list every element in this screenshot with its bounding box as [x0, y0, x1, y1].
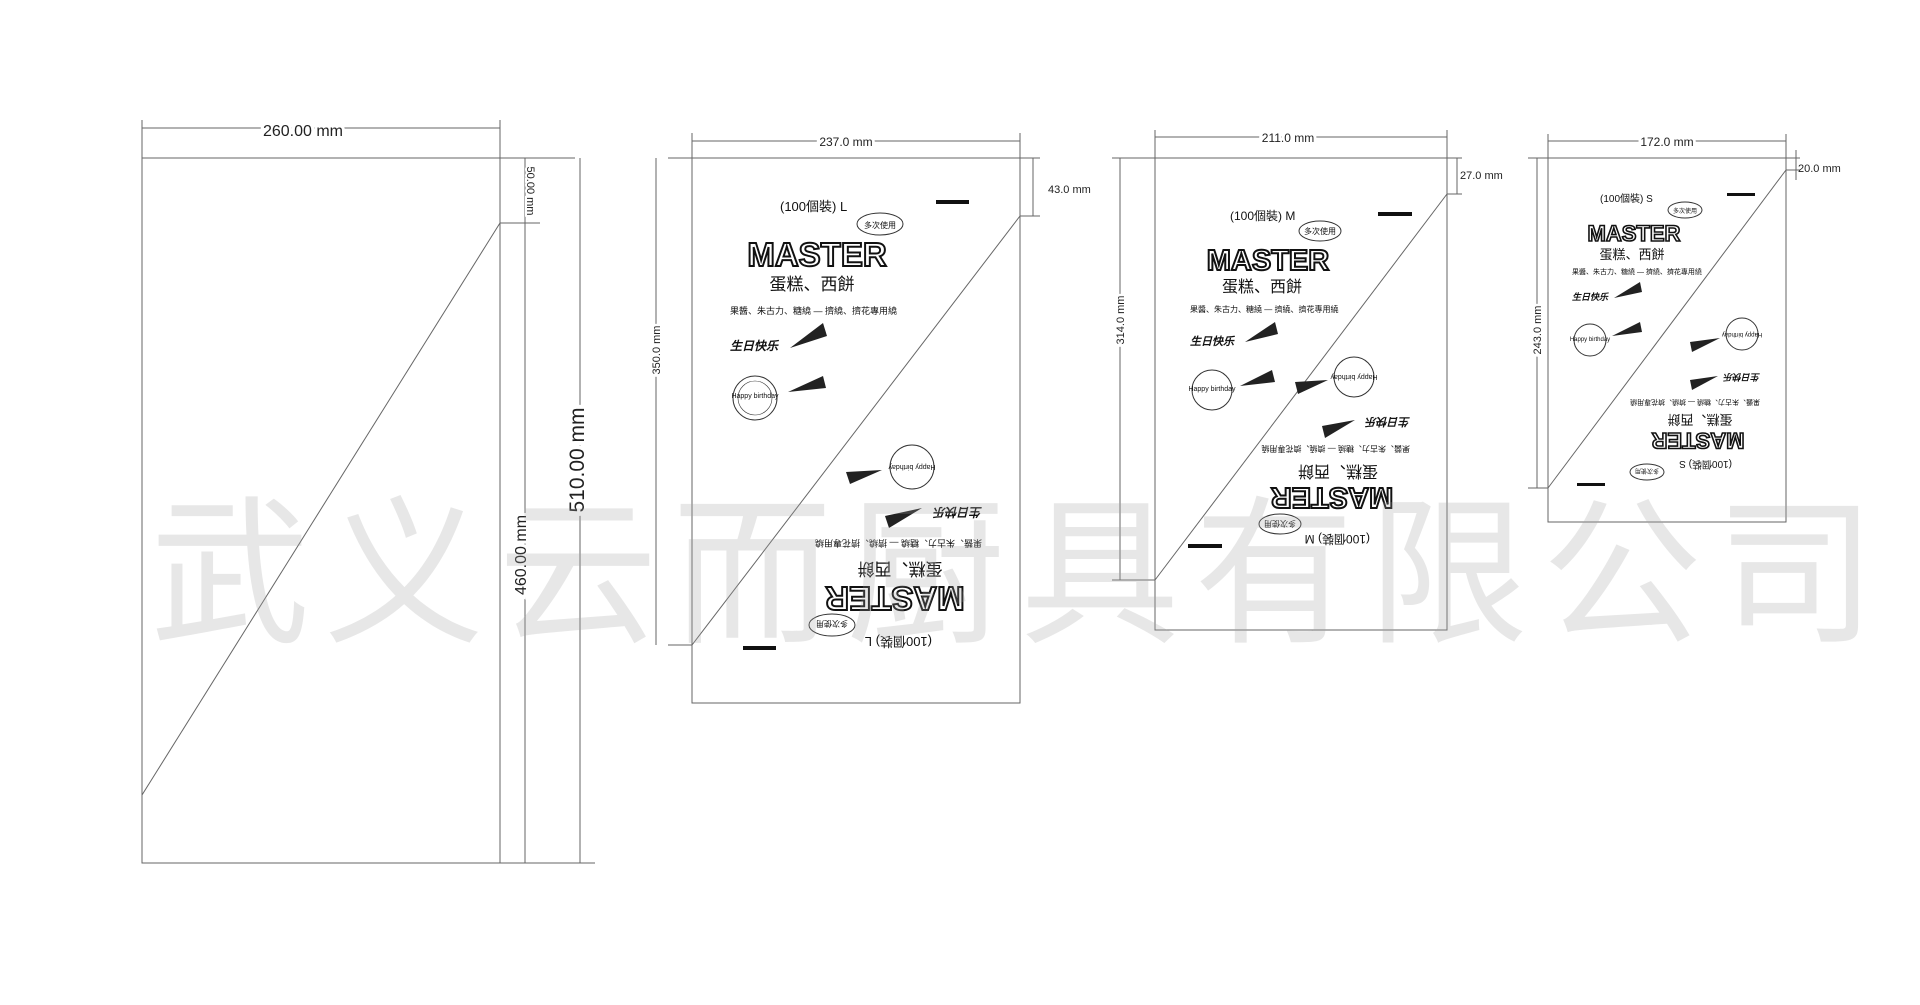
bag-l-print-top: (100個裝) L 多次使用 MASTER 蛋糕、西餅 果醬、朱古力、糖繞 — …: [730, 199, 969, 421]
bag-l-badge: 多次使用: [864, 220, 896, 230]
bag-m-width-label: 211.0 mm: [1262, 131, 1314, 145]
bag-l-subtitle-rotated: 蛋糕、西餅: [858, 559, 943, 578]
bag-xl-height-label: 510.00 mm: [566, 407, 589, 512]
bag-l-badge-oval: [856, 212, 904, 236]
bag-s-width-label: 172.0 mm: [1640, 135, 1693, 149]
bag-l-height-label: 350.0 mm: [651, 326, 663, 375]
bag-s-print-top: (100個裝) S 多次使用 MASTER 蛋糕、西餅 果醬、朱古力、糖繞 — …: [1570, 192, 1755, 357]
bag-l-piping-bag-icon-2: [788, 376, 826, 392]
bag-m-dieline: [1112, 130, 1462, 631]
bag-l-desc: 果醬、朱古力、糖繞 — 擠繞、擠花專用繞: [730, 305, 897, 316]
bag-l-diagonal-cut: [691, 215, 1021, 646]
bag-l-desc-rotated: 果醬、朱古力、糖繞 — 擠繞、擠花專用繞: [815, 538, 982, 549]
bag-s-subtitle: 蛋糕、西餅: [1599, 247, 1664, 262]
bag-l-subtitle: 蛋糕、西餅: [770, 275, 855, 294]
bag-m-count-label: (100個裝) M: [1230, 209, 1295, 223]
bag-m-brand: MASTER: [1207, 245, 1330, 277]
bag-xl-top-label: 50.00 mm: [524, 167, 536, 216]
bag-m-subtitle-rotated: 蛋糕、西餅: [1298, 462, 1378, 480]
bag-m-desc: 果醬、朱古力、糖繞 — 擠繞、擠花專用繞: [1190, 304, 1338, 314]
bag-l-piping-bag-icon: [790, 323, 827, 348]
bag-l-script-text-rotated: 生日快乐: [932, 505, 982, 519]
bag-xl-outline: [141, 157, 501, 864]
bag-m-print-bottom: (100個裝) M 多次使用 MASTER 蛋糕、西餅 果醬、朱古力、糖繞 — …: [1188, 356, 1410, 548]
bag-s-subtitle-rotated: 蛋糕、西餅: [1667, 412, 1732, 427]
bag-m-desc-rotated: 果醬、朱古力、糖繞 — 擠繞、擠花專用繞: [1262, 444, 1410, 454]
bag-l-outline: [691, 157, 1021, 704]
bag-m-happy-text-rotated: Happy birthday: [1330, 373, 1378, 380]
bag-l-badge-rotated: 多次使用: [816, 619, 848, 629]
bag-s-print-bottom: (100個裝) S 多次使用 MASTER 蛋糕、西餅 果醬、朱古力、糖繞 — …: [1577, 317, 1762, 486]
bag-s-brand-rotated: MASTER: [1651, 428, 1744, 453]
bag-m-piping-bag-icon: [1245, 322, 1278, 342]
bag-s-diagonal-cut: [1547, 169, 1787, 489]
bag-l-happy-text: Happy birthday: [731, 393, 779, 400]
bag-s-happy-text: Happy birthday: [1570, 337, 1610, 343]
bag-l-happy-text-rotated: Happy birthday: [888, 463, 936, 470]
bag-m-print-top: (100個裝) M 多次使用 MASTER 蛋糕、西餅 果醬、朱古力、糖繞 — …: [1188, 209, 1412, 411]
bag-s-seal-icon: [1573, 323, 1607, 357]
bag-m-seal-icon: [1191, 369, 1233, 411]
bag-s-outline: [1547, 157, 1787, 523]
bag-m-badge-rotated: 多次使用: [1264, 519, 1296, 529]
bag-s-top-label: 20.0 mm: [1798, 163, 1841, 175]
bag-s-desc: 果醬、朱古力、糖繞 — 擠繞、擠花專用繞: [1572, 267, 1702, 276]
bag-s-badge-rotated: 多次使用: [1635, 467, 1659, 475]
bag-l-brand: MASTER: [747, 236, 887, 273]
bag-xl-dieline: [141, 120, 595, 864]
bag-s-script-text-rotated: 生日快乐: [1723, 372, 1760, 382]
bag-m-happy-text: Happy birthday: [1188, 386, 1236, 393]
bag-l-dieline: [655, 133, 1040, 704]
bag-m-mark-bar: [1378, 212, 1412, 216]
bag-l-print-bottom: (100個裝) L 多次使用 MASTER 蛋糕、西餅 果醬、朱古力、糖繞 — …: [743, 444, 982, 650]
bag-s-piping-bag-icon: [1614, 282, 1642, 298]
bag-m-subtitle: 蛋糕、西餅: [1222, 278, 1302, 296]
bag-s-height-label: 243.0 mm: [1532, 306, 1544, 355]
bag-l-count-label-rotated: (100個裝) L: [865, 634, 932, 649]
bag-s-brand: MASTER: [1588, 221, 1681, 246]
bag-m-count-label-rotated: (100個裝) M: [1305, 532, 1370, 546]
bag-s-script-text: 生日快乐: [1572, 292, 1609, 302]
bag-l-width-label: 237.0 mm: [819, 135, 872, 149]
bag-s-count-label: (100個裝) S: [1600, 192, 1653, 205]
bag-s-happy-text-rotated: Happy birthday: [1722, 331, 1762, 337]
bag-l-top-label: 43.0 mm: [1048, 184, 1091, 196]
bag-s-count-label-rotated: (100個裝) S: [1679, 458, 1732, 471]
bag-s-badge: 多次使用: [1673, 207, 1697, 215]
bag-m-top-label: 27.0 mm: [1460, 170, 1503, 182]
bag-l-script-text: 生日快乐: [730, 339, 780, 353]
bag-s-desc-rotated: 果醬、朱古力、糖繞 — 擠繞、擠花專用繞: [1630, 398, 1760, 407]
bag-xl-diagonal-cut: [141, 222, 501, 796]
bag-xl-mid-label: 460.00 mm: [513, 515, 530, 595]
bag-s-mark-bar: [1727, 193, 1755, 196]
bag-s-dieline: [1528, 134, 1800, 523]
bag-m-script-text-rotated: 生日快乐: [1364, 415, 1410, 428]
bag-m-script-text: 生日快乐: [1190, 335, 1236, 348]
bag-l-seal-icon: [732, 375, 778, 421]
bag-xl-width-label: 260.00 mm: [263, 123, 343, 140]
bag-l-brand-rotated: MASTER: [825, 580, 965, 617]
bag-m-brand-rotated: MASTER: [1271, 481, 1394, 513]
bag-l-mark-bar-rotated: [743, 646, 776, 650]
bag-l-mark-bar: [936, 200, 969, 204]
bag-l-count-label: (100個裝) L: [780, 199, 847, 214]
bag-m-height-label: 314.0 mm: [1115, 296, 1127, 345]
bag-m-badge: 多次使用: [1304, 226, 1336, 236]
bag-m-outline: [1154, 157, 1448, 631]
